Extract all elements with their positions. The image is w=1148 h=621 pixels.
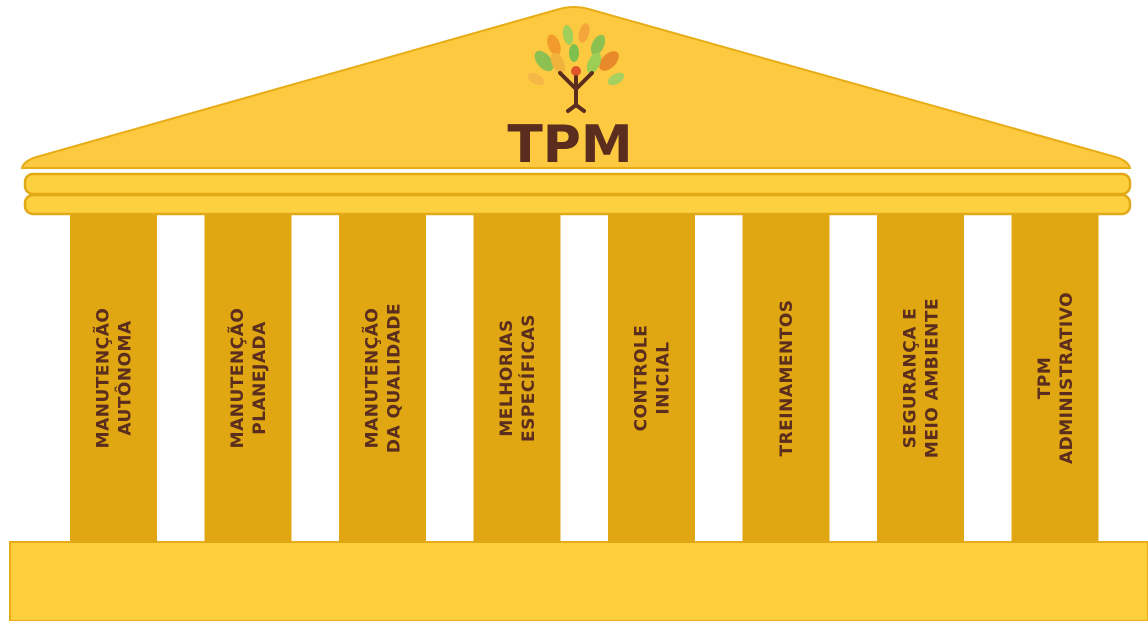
pillar-1 [70,214,157,543]
pillar-label-line: MANUTENÇÃO [360,308,383,449]
pillar-4 [473,214,561,543]
pillar-2 [204,214,292,543]
pillar-label-line: PLANEJADA [250,321,270,435]
entablature-lower-band [23,193,1132,216]
tree-person-icon [527,23,625,113]
pillar-label-line: DA QUALIDADE [385,303,405,453]
pillar-label-line: MANUTENÇÃO [225,308,248,449]
pillar-8 [1011,214,1099,543]
diagram-title: TPM [507,115,632,175]
entablature-upper-band [23,172,1132,196]
temple-base [9,541,1148,621]
pillar-6 [742,214,830,543]
pillar-label-line: INICIAL [654,341,674,414]
pillar-5 [608,214,695,543]
pillar-label-line: MELHORIAS [497,319,517,436]
pillar-label-line: CONTROLE [632,325,652,432]
pillar-6-label: TREINAMENTOS [777,299,797,456]
pillar-label-line: MEIO AMBIENTE [923,298,943,458]
pillar-label-line: ADMINISTRATIVO [1057,292,1077,464]
pillar-label-line: SEGURANÇA E [901,308,921,449]
pillar-label-line: AUTÔNOMA [114,320,136,436]
pillar-label-line: ESPECÍFICAS [517,314,539,442]
pillar-label-line: TPM [1035,357,1055,399]
pillar-label-line: TREINAMENTOS [777,299,797,456]
pillar-label-line: MANUTENÇÃO [91,308,114,449]
pillar-7 [877,214,964,543]
pillar-3 [339,214,426,543]
